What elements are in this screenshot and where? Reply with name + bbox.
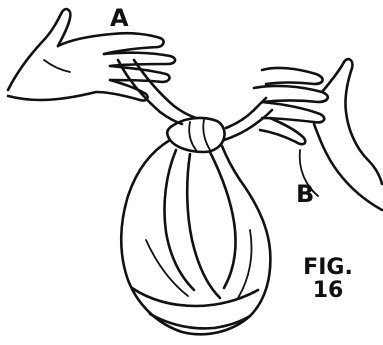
- figure-caption: FIG. 16: [298, 256, 358, 302]
- knot: [167, 118, 224, 152]
- caption-number: 16: [298, 279, 358, 302]
- scarf-body: [121, 140, 270, 334]
- right-hand: [254, 59, 382, 210]
- label-a: A: [110, 6, 129, 30]
- label-b: B: [296, 182, 314, 206]
- caption-fig: FIG.: [298, 256, 358, 279]
- left-hand: [8, 9, 175, 100]
